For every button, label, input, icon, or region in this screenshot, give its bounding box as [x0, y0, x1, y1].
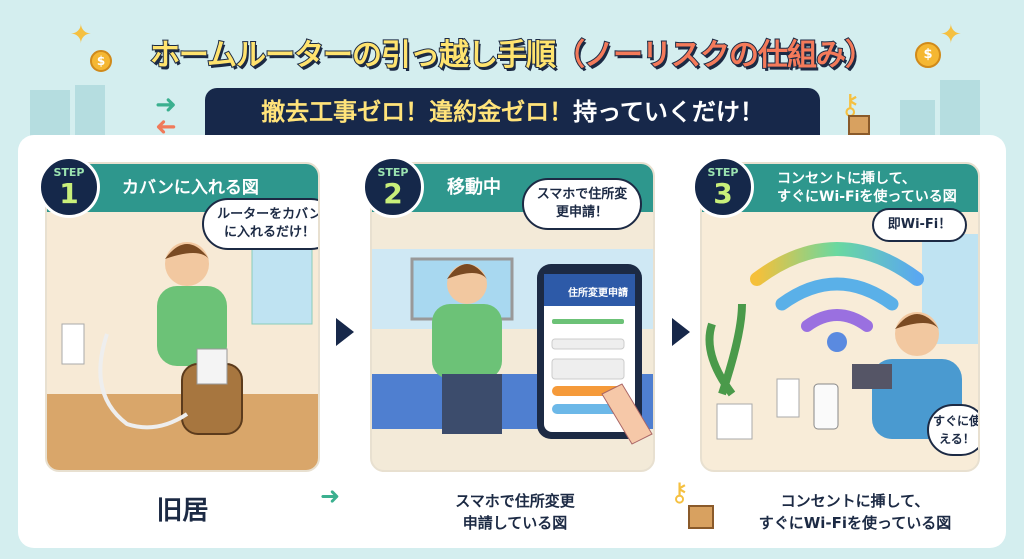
sparkle-icon: ✦	[70, 20, 92, 50]
step1-illustration	[47, 233, 318, 470]
step3-speech-bubble-2: すぐに使える！	[927, 404, 978, 456]
page-title: ホームルーターの引っ越し手順（ノーリスクの仕組み）	[0, 30, 1024, 74]
step-label: STEP	[707, 166, 739, 179]
step3-speech-bubble: 即Wi-Fi！	[872, 208, 967, 242]
title-accent: （ノーリスクの仕組み）	[554, 37, 876, 74]
step3-card: コンセントに挿して、すぐにWi-Fiを使っている図 即Wi-Fi！ すぐに使える…	[700, 162, 980, 472]
phone-screen-title: 住所変更申請	[568, 288, 628, 299]
step2-card: 移動中 住所変更申請 スマホで住所変更申請！	[370, 162, 655, 472]
coin-icon: $	[915, 42, 941, 68]
step3-header-line2: すぐにWi-Fiを使っている図	[777, 189, 957, 205]
banner-rest: 持っていくだけ！	[573, 98, 764, 126]
caption-line: コンセントに挿して、	[780, 492, 930, 510]
coin-icon: $	[90, 50, 112, 72]
step1-caption: 旧居	[156, 496, 209, 526]
step2-thought-bubble: スマホで住所変更申請！	[522, 178, 642, 230]
step3-illustration	[705, 234, 978, 440]
title-main: ホームルーターの引っ越し手順	[149, 37, 557, 74]
step3-caption: コンセントに挿して、すぐにWi-Fiを使っている図	[730, 490, 980, 534]
caption-line: スマホで住所変更	[455, 492, 575, 510]
sparkle-icon: ✦	[940, 20, 962, 50]
key-icon: ⚷	[670, 478, 690, 508]
caption-line: 申請している図	[462, 514, 568, 532]
step-number: 1	[59, 177, 79, 210]
step2-illustration	[372, 249, 653, 445]
caption-line: すぐにWi-Fiを使っている図	[758, 514, 952, 532]
step-label: STEP	[377, 166, 409, 179]
step3-header-line1: コンセントに挿して、	[777, 171, 916, 187]
step-number: 3	[713, 177, 733, 210]
step-number: 2	[383, 177, 403, 210]
step2-header-text: 移動中	[447, 177, 501, 198]
key-icon: ⚷	[840, 88, 861, 121]
box-icon	[848, 115, 870, 135]
step1-header-text: カバンに入れる図	[122, 178, 259, 198]
step2-caption: スマホで住所変更申請している図	[400, 490, 630, 534]
step1-speech-bubble: ルーターをカバンに入れるだけ！	[202, 198, 318, 250]
step-label: STEP	[53, 166, 85, 179]
next-arrow-icon	[336, 318, 354, 346]
swap-arrow-icon: ➜	[155, 90, 177, 120]
banner-highlight: 撤去工事ゼロ！違約金ゼロ！	[261, 98, 574, 126]
swap-arrow-icon: ➜	[320, 482, 341, 510]
box-icon	[688, 505, 714, 529]
step1-card: カバンに入れる図 ルーターをカバンに入れるだけ！	[45, 162, 320, 472]
next-arrow-icon	[672, 318, 690, 346]
banner: 撤去工事ゼロ！違約金ゼロ！持っていくだけ！	[205, 88, 820, 138]
